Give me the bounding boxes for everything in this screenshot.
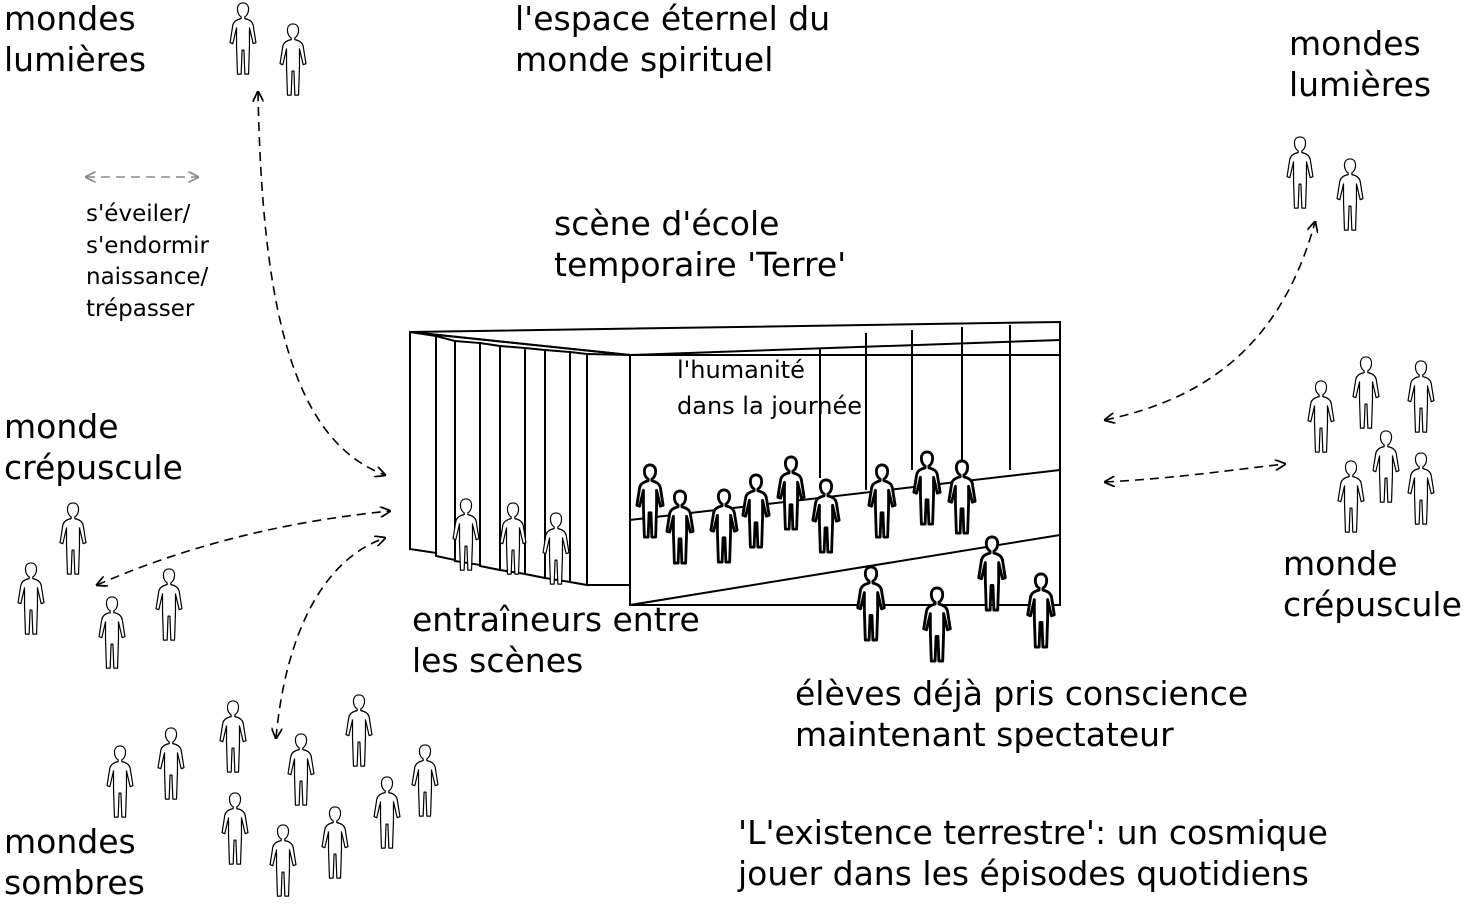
- label-twilight-left: monde crépuscule: [4, 407, 183, 488]
- human-figure-icon: [321, 806, 349, 879]
- arrow-stage-to-lights-right: [1105, 222, 1315, 420]
- label-dark-worlds: mondes sombres: [4, 822, 145, 903]
- arrow-lights-left-to-stage: [258, 92, 385, 475]
- school-stage-box: [409, 320, 1061, 606]
- arrows: [97, 92, 1315, 738]
- legend-text: s'éveiler/ s'endormir naissance/ trépass…: [86, 201, 210, 322]
- human-figure-icon: [155, 568, 183, 641]
- human-figure-icon: [279, 23, 307, 96]
- human-figure-icon: [1407, 360, 1435, 433]
- label-eternal-space: l'espace éternel du monde spirituel: [515, 0, 831, 80]
- human-figure-icon: [221, 792, 249, 865]
- label-trainers: entraîneurs entre les scènes: [412, 600, 700, 681]
- figures-twilight-left: [17, 502, 183, 669]
- human-figure-icon: [1286, 136, 1314, 209]
- human-figure-icon: [1337, 460, 1365, 533]
- label-school-stage: scène d'école temporaire 'Terre': [554, 204, 847, 285]
- figures-dark-worlds: [106, 694, 439, 897]
- label-lights-right: mondes lumières: [1289, 24, 1432, 105]
- human-figure-icon: [373, 776, 401, 849]
- arrow-twilight-left-to-stage: [97, 511, 390, 585]
- label-students: élèves déjà pris conscience maintenant s…: [795, 674, 1249, 755]
- human-figure-icon: [106, 745, 134, 818]
- human-figure-icon: [1407, 452, 1435, 525]
- human-figure-icon: [287, 733, 315, 806]
- caption: 'L'existence terrestre': un cosmique jou…: [738, 813, 1328, 894]
- figures-lights-left: [229, 2, 307, 96]
- arrow-stage-to-twilight-right: [1105, 464, 1285, 482]
- human-figure-icon: [98, 596, 126, 669]
- figures-lights-right: [1286, 136, 1364, 231]
- figures-twilight-right: [1307, 356, 1435, 533]
- label-twilight-right: monde crépuscule: [1283, 544, 1462, 625]
- human-figure-icon: [229, 2, 257, 75]
- human-figure-icon: [1372, 430, 1400, 503]
- human-figure-icon: [17, 562, 45, 635]
- human-figure-icon: [59, 502, 87, 575]
- human-figure-icon: [411, 744, 439, 817]
- human-figure-icon: [219, 700, 247, 773]
- human-figure-icon: [1352, 356, 1380, 429]
- arrow-dark-worlds-to-stage: [276, 538, 385, 738]
- human-figure-icon: [345, 694, 373, 767]
- human-figure-icon: [157, 727, 185, 800]
- label-lights-left: mondes lumières: [4, 0, 147, 80]
- label-humanity: l'humanité dans la journée: [677, 356, 863, 420]
- human-figure-icon: [1307, 380, 1335, 453]
- human-figure-icon: [1336, 158, 1364, 231]
- human-figure-icon: [269, 824, 297, 897]
